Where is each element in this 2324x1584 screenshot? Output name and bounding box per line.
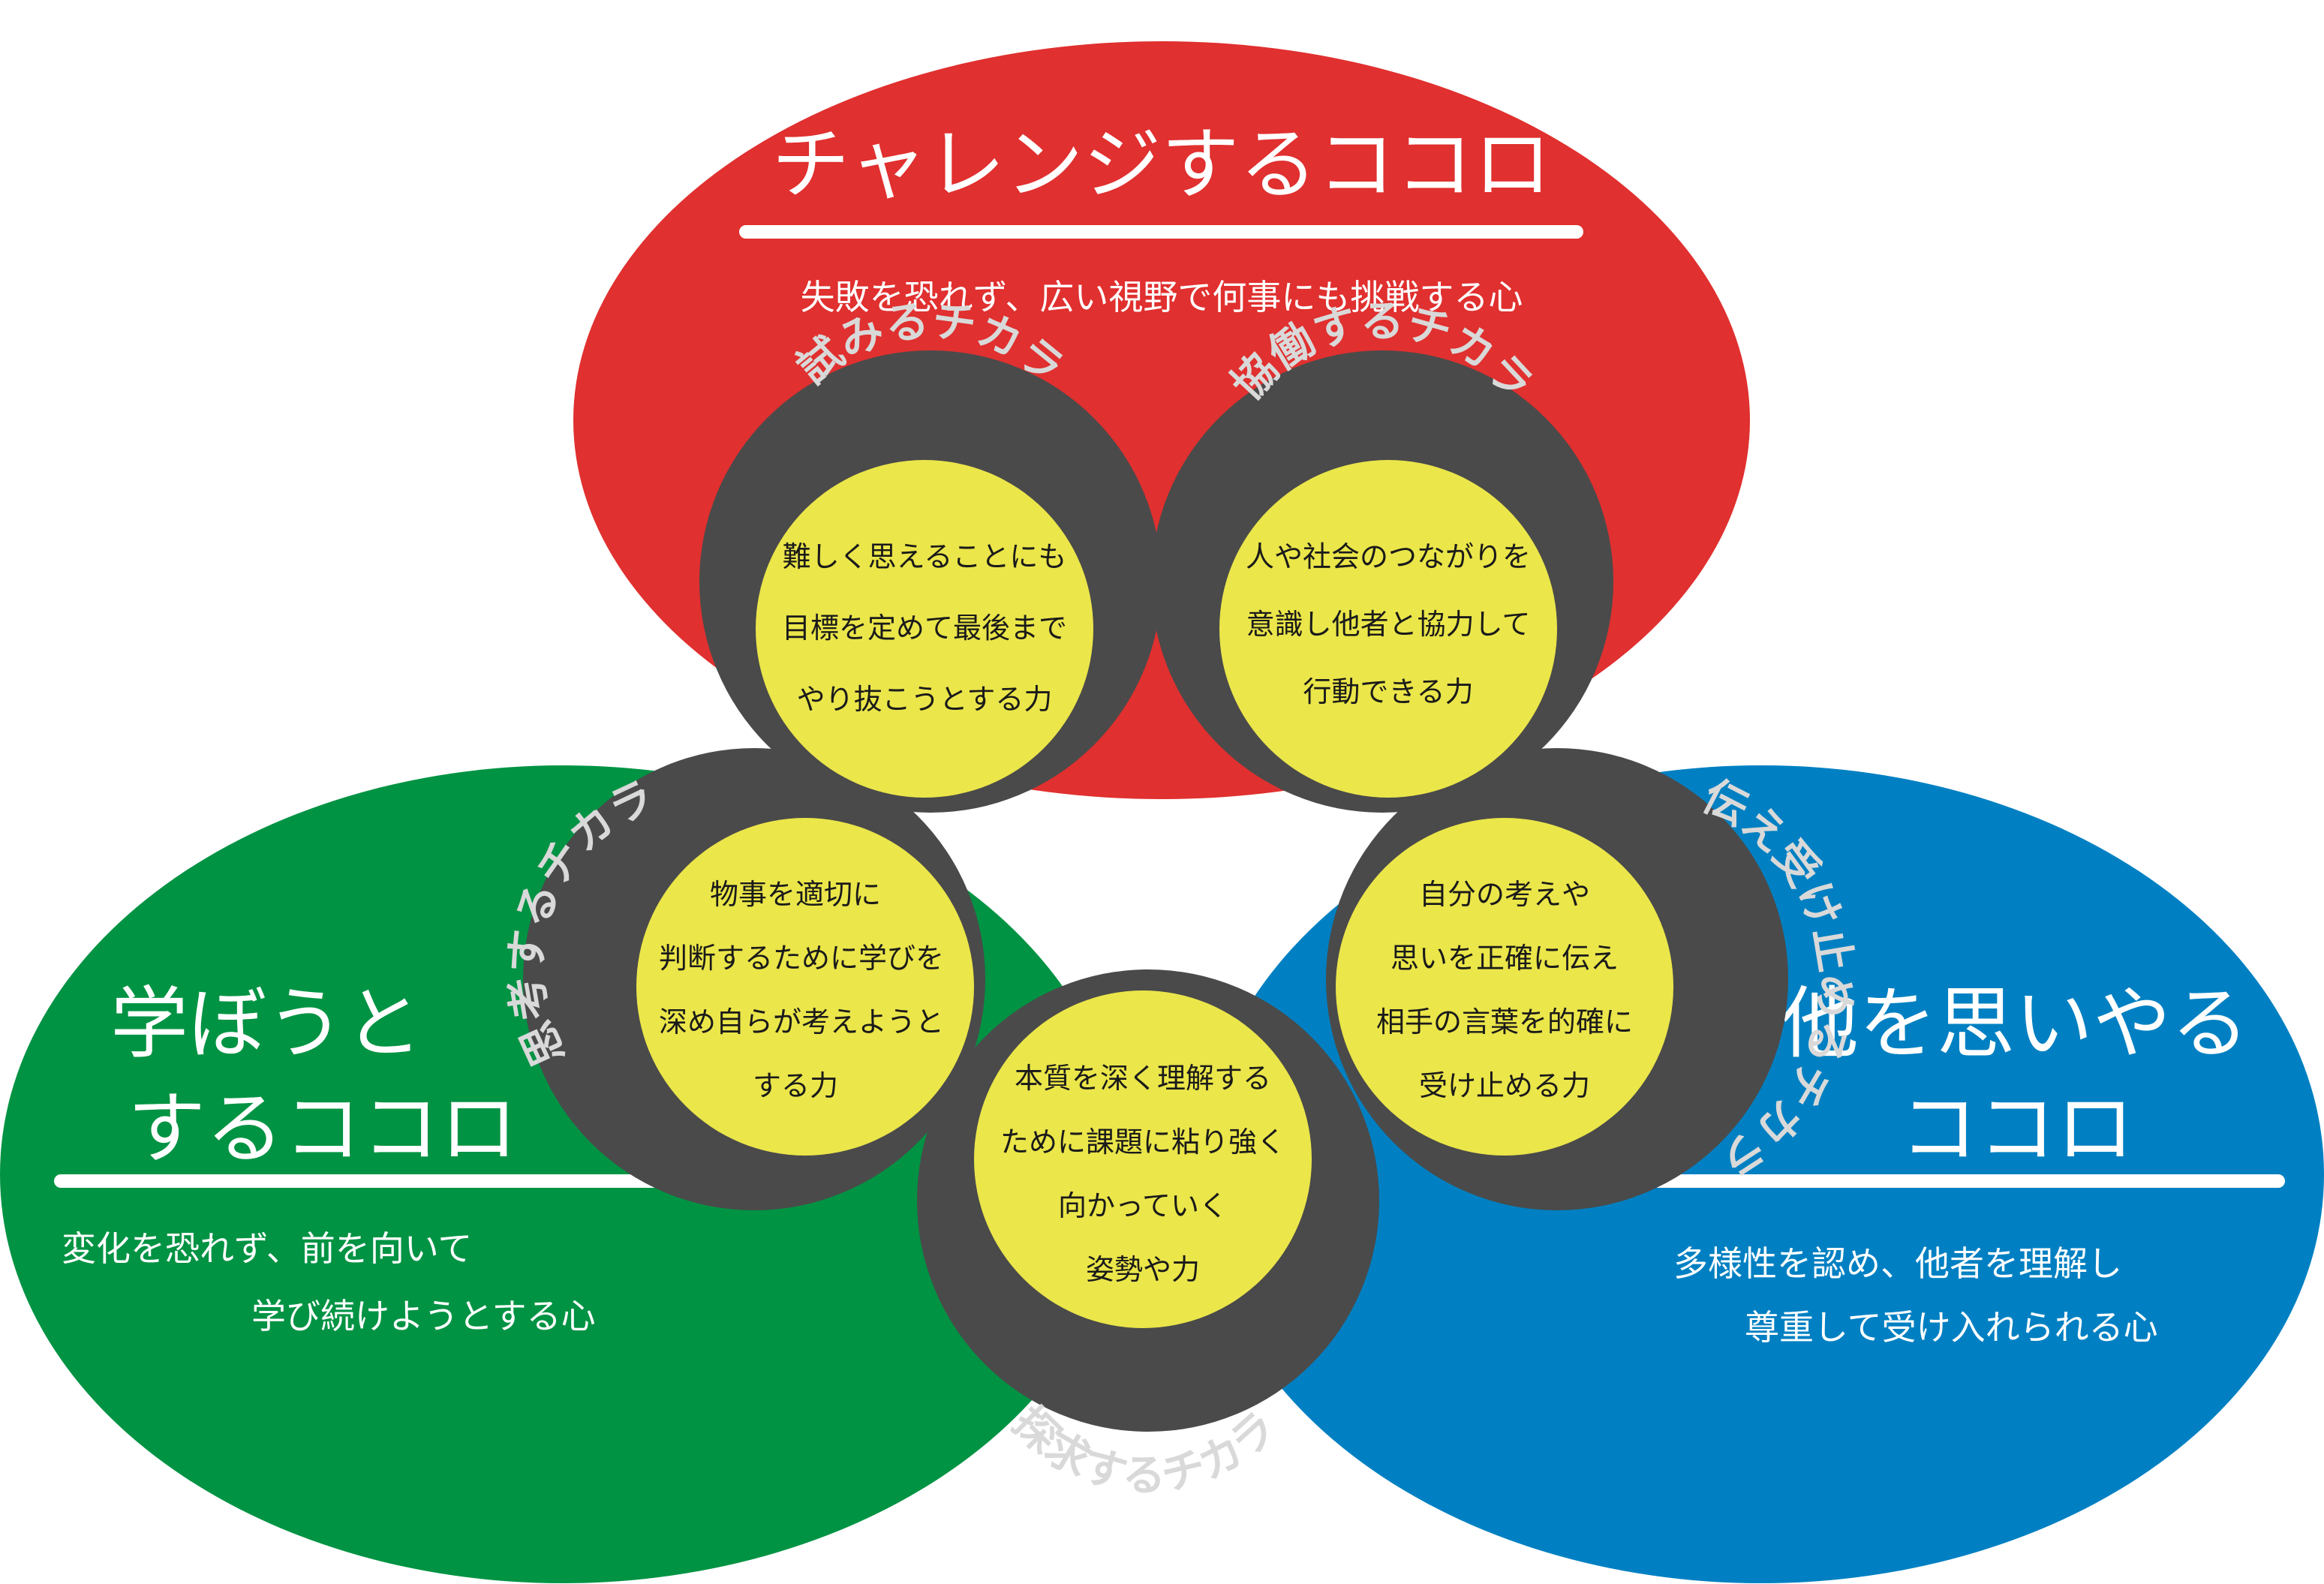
collaborate-power-text: 人や社会のつながりを 意識し他者と協力して 行動できる力 [1246, 540, 1531, 708]
learn-heart-title-line1: 学ぼうと [110, 978, 422, 1069]
explore-power-core [974, 990, 1312, 1328]
explore-power-line: 姿勢や力 [1086, 1253, 1200, 1286]
communicate-power-line: 自分の考えや [1419, 878, 1590, 911]
care-heart-title-line1: 他を思いやる [1781, 978, 2249, 1069]
explore-power-line: 本質を深く理解する [1015, 1062, 1271, 1095]
learn-heart-title-line2: するココロ [128, 1083, 518, 1174]
care-heart-description-line1: 多様性を認め、他者を理解し [1673, 1243, 2122, 1284]
collaborate-power-line: 人や社会のつながりを [1246, 540, 1531, 573]
challenge-heart-title: チャレンジするココロ [772, 119, 1552, 210]
think-power-text: 物事を適切に 判断するために学びを 深め自らが考えようと する力 [659, 878, 944, 1102]
try-power-text: 難しく思えることにも 目標を定めて最後まで やり抜こうとする力 [782, 540, 1067, 716]
think-power-line: 判断するために学びを [659, 942, 944, 975]
collaborate-power-core [1219, 460, 1557, 798]
explore-power-text: 本質を深く理解する ために課題に粘り強く 向かっていく 姿勢や力 [1000, 1062, 1285, 1286]
learn-heart-description-line2: 学び続けようとする心 [251, 1296, 596, 1336]
think-power-line: 深め自らが考えようと [659, 1005, 944, 1038]
communicate-power-core [1336, 818, 1673, 1156]
communicate-power-line: 思いを正確に伝え [1390, 942, 1619, 975]
care-heart-description-line2: 尊重して受け入れられる心 [1745, 1307, 2158, 1348]
care-title-underline [1636, 1174, 2285, 1188]
challenge-title-underline [739, 225, 1583, 239]
think-power-line: 物事を適切に [710, 878, 881, 911]
care-heart-title-line2: ココロ [1900, 1083, 2134, 1174]
communicate-power-line: 受け止める力 [1419, 1069, 1590, 1102]
try-power-line: 難しく思えることにも [783, 540, 1067, 573]
try-power-core [756, 460, 1093, 798]
learn-title-underline [54, 1174, 696, 1188]
collaborate-power-line: 行動できる力 [1303, 675, 1473, 708]
think-power-line: する力 [753, 1069, 838, 1102]
communicate-power-line: 相手の言葉を的確に [1376, 1005, 1633, 1038]
explore-power-line: ために課題に粘り強く [1000, 1126, 1285, 1159]
learn-heart-description-line1: 変化を恐れず、前を向いて [62, 1228, 472, 1269]
challenge-heart-description: 失敗を恐れず、広い視野で何事にも挑戦する心 [801, 277, 1523, 317]
collaborate-power-line: 意識し他者と協力して [1246, 608, 1531, 641]
explore-power-line: 向かっていく [1058, 1189, 1228, 1222]
communicate-power-text: 自分の考えや 思いを正確に伝え 相手の言葉を的確に 受け止める力 [1376, 878, 1633, 1102]
think-power-core [636, 818, 974, 1156]
try-power-line: 目標を定めて最後まで [782, 612, 1067, 645]
try-power-line: やり抜こうとする力 [797, 683, 1053, 716]
